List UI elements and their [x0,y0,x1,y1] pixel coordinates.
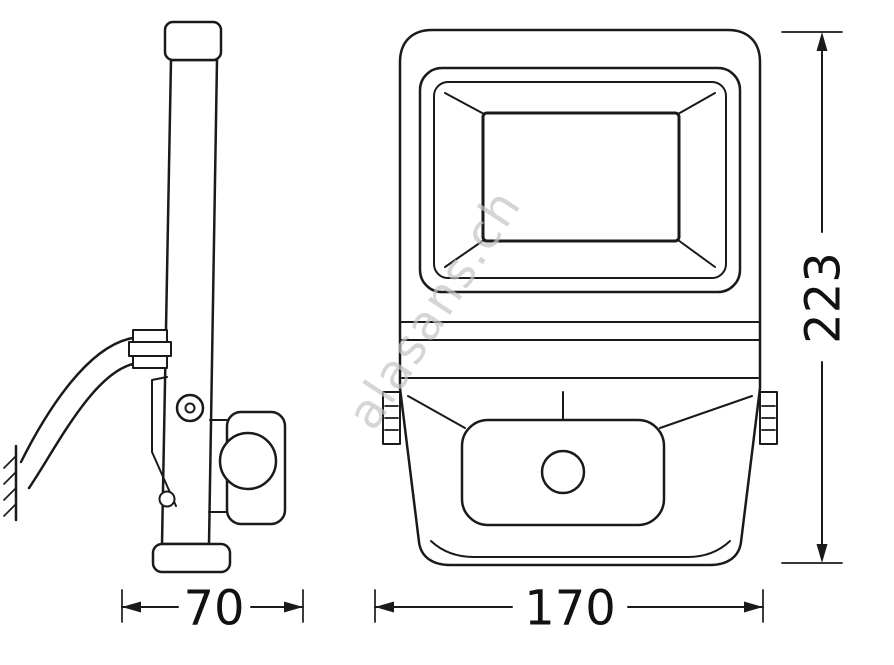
depth-arrow-right [284,601,303,613]
height-arrow-up [816,32,828,51]
height-extension-lines [781,31,843,564]
led-array-panel [481,111,681,243]
dimension-depth-side: 70 [121,580,304,636]
dimensions: 223 170 70 [121,31,851,636]
pir-sensor-plate [460,418,666,527]
pir-sensor-dome-front [540,449,586,495]
lens-bezel [418,66,742,294]
height-arrow-down [816,544,828,563]
sensor-housing-side [158,410,287,526]
dimension-height: 223 [781,31,851,564]
depth-arrow-left [122,601,141,613]
width-dim-label: 170 [524,580,616,636]
reflector-facets [444,92,716,268]
depth-dim-label: 70 [183,580,244,636]
dish-facet-lines [407,391,753,429]
wall-hatch-lines [3,455,17,517]
gland-ring-bottom [132,355,168,369]
side-top-cap [163,20,223,62]
ear-left-hatch [384,405,399,431]
cable-bottom-line [27,362,135,490]
bottom-rim-line [430,540,731,558]
width-arrow-right [744,601,763,613]
mounting-ear-left [382,391,401,445]
ear-right-hatch [761,405,776,431]
wall-hatch [3,444,18,522]
gland-ring-middle [128,341,172,357]
mounting-ear-right [759,391,778,445]
pivot-joint [175,393,205,423]
body-section-lines [399,321,761,379]
pivot-outer-circle [175,393,205,423]
gland-ring-top [132,329,168,343]
reflector-rim [433,81,727,279]
front-view [382,28,778,567]
dimension-width-front: 170 [374,580,764,636]
side-body [160,58,219,546]
sensor-dome-side [218,431,278,491]
width-arrow-left [375,601,394,613]
cable-top-line [19,336,135,464]
power-cable [19,336,135,490]
screw-detail [158,490,176,508]
side-view [3,20,287,574]
pivot-inner-circle [184,402,196,414]
cable-gland [128,329,172,369]
mount-bracket [151,376,177,507]
side-bottom-foot [151,542,232,574]
height-dim-label: 223 [795,252,851,344]
